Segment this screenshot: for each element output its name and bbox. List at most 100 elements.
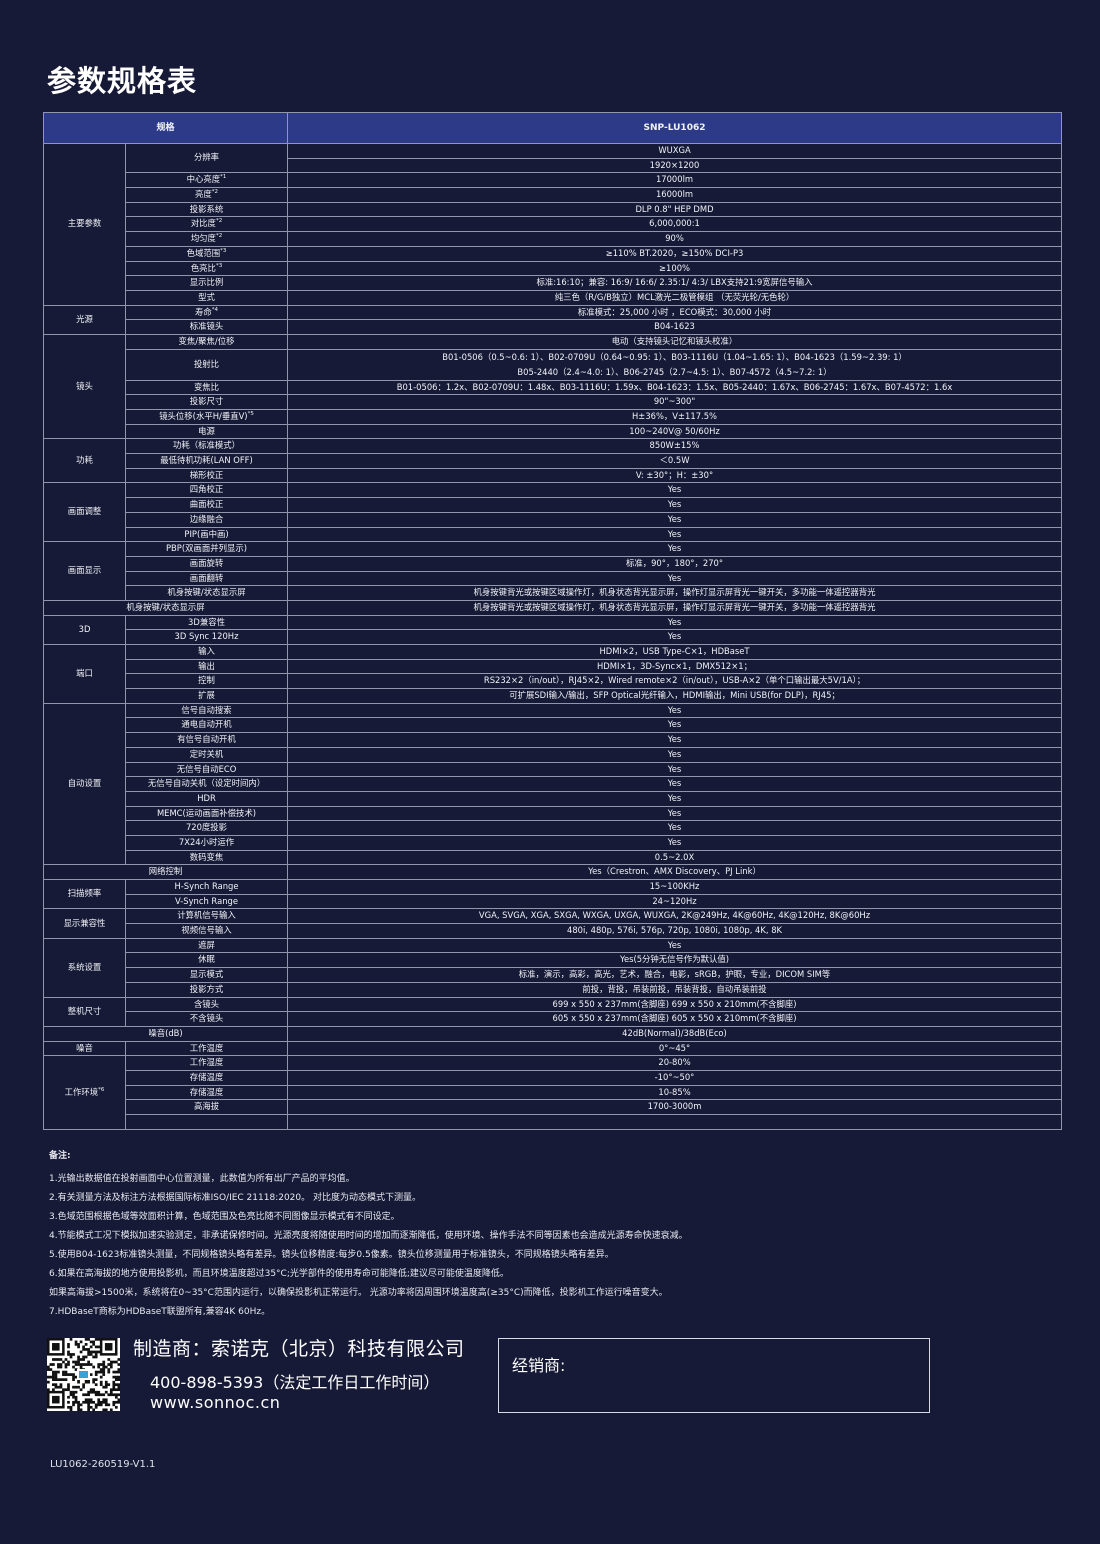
table-row: 画面旋转标准，90°，180°，270° [44,555,1062,572]
group-label-threed: 3D [43,614,126,646]
spec-value: Yes [287,717,1062,734]
spec-value: ＜0.5W [287,453,1062,469]
spec-value: 0°~45° [287,1040,1062,1057]
table-row: 镜头变焦/聚焦/位移电动（支持镜头记忆和镜头校准） [43,333,1062,440]
spec-value-text: 1700-3000m [647,1101,702,1112]
spec-label: 投射比 [124,348,289,381]
spec-value: 17000lm [287,172,1062,189]
spec-label: 计算机信号输入 [124,908,289,925]
spec-value: DLP 0.8" HEP DMD [287,201,1062,218]
spec-label: 色域范围*3 [124,245,289,262]
group-label-display: 画面显示 [43,541,126,601]
spec-label: 寿命*4 [124,304,289,321]
spec-label: 投影方式 [124,981,289,998]
spec-label-text: 边缘融合 [189,513,224,524]
spec-label-text: V-Synch Range [175,895,238,906]
table-row: 机身按键/状态显示屏机身按键背光或按键区域操作灯，机身状态背光显示屏，操作灯显示… [44,585,1062,601]
group-label-power: 功耗 [43,438,126,484]
spec-label: 投影尺寸 [124,394,289,410]
spec-label-text: 电源 [198,425,215,436]
spec-value: 纯三色（R/G/B独立）MCL激光二极管模组 （无荧光轮/无色轮） [287,289,1062,306]
spec-value: Yes [287,776,1062,792]
spec-value: Yes [287,805,1062,822]
spec-label-text: 标准镜头 [189,321,224,332]
spec-value-text: 电动（支持镜头记忆和镜头校准） [611,335,738,346]
group-label-system: 系统设置 [43,937,126,998]
spec-label-text: 视频信号输入 [181,925,232,936]
table-row: 色亮比*3≥100% [44,260,1062,277]
spec-value: ≥100% [287,260,1062,277]
spec-value-text: Yes [667,513,682,524]
spec-value-text: 605 x 550 x 237mm(含脚座) 605 x 550 x 210mm… [552,1013,797,1024]
spec-label-text: 最低待机功耗(LAN OFF) [160,455,253,466]
spec-label: 定时关机 [124,746,289,763]
spec-label-text: 高海拔 [193,1101,220,1112]
spec-label: 扩展 [124,688,289,704]
spec-value: 机身按键背光或按键区域操作灯，机身状态背光显示屏，操作灯显示屏背光一键开关，多功… [287,585,1062,601]
manufacturer-website[interactable]: www.sonnoc.cn [150,1393,281,1412]
spec-value: 10-85% [287,1084,1062,1101]
spec-value-text: Yes [667,543,682,554]
spec-value: 机身按键背光或按键区域操作灯，机身状态背光显示屏，操作灯显示屏背光一键开关，多功… [287,599,1062,616]
spec-label: 视频信号输入 [124,923,289,939]
spec-label: 亮度*2 [124,187,289,203]
group-label-ports: 端口 [43,644,126,704]
spec-label: 不含镜头 [124,1011,289,1027]
spec-value-text: B01-0506（0.5~0.6: 1）、B02-0709U（0.64~0.95… [442,351,907,362]
group-label-adjust: 画面调整 [43,482,126,543]
spec-label-text: 信号自动搜索 [181,704,232,715]
spec-label-text: 梯形校正 [189,469,224,480]
spec-label: 信号自动搜索 [124,702,289,719]
spec-value: VGA, SVGA, XGA, SXGA, WXGA, UXGA, WUXGA,… [287,908,1062,925]
spec-label: 梯形校正 [124,467,289,484]
spec-label-text: 色亮比 [190,262,216,273]
table-row: 高海拔 1700-3000m [44,1099,1062,1115]
dealer-box: 经销商: [498,1338,930,1413]
spec-value-text: Yes [667,499,682,510]
manufacturer-name: 制造商：索诺克（北京）科技有限公司 [133,1338,465,1360]
spec-label-text: 3D Sync 120Hz [174,631,239,642]
spec-value: 15~100KHz [287,879,1062,895]
spec-value-text: Yes [667,792,682,803]
spec-value: Yes [287,526,1062,543]
spec-label-text: 遮屏 [198,939,215,950]
page-title: 参数规格表 [47,64,198,98]
spec-label-text: 输出 [198,660,215,671]
spec-value-text: WUXGA [658,145,691,156]
note-line: 3.色域范围根据色域等效面积计算，色域范围及色亮比随不同图像显示模式有不同设定。 [49,1212,400,1222]
spec-label: 无信号自动ECO [124,761,289,778]
spec-label-text: 定时关机 [189,748,224,759]
group-label-noise: 噪音 [43,1040,126,1057]
spec-label: MEMC(运动画面补偿技术) [124,805,289,822]
spec-value: H±36%，V±117.5% [287,409,1062,425]
spec-value-text: 850W±15% [649,440,700,451]
spec-value: 标准，演示，高彩，高光，艺术，融合，电影，sRGB，护眼，专业，DICOM SI… [287,967,1062,983]
spec-value-text: 699 x 550 x 237mm(含脚座) 699 x 550 x 210mm… [552,998,797,1009]
footnote-marker: *3 [220,248,227,255]
dealer-label: 经销商: [512,1356,566,1375]
spec-value-text: 可扩展SDI输入/输出，SFP Optical光纤输入，HDMI输出，Mini … [509,690,840,701]
spec-value-text: Yes [667,572,682,583]
spec-label-text: 色域范围 [186,247,221,258]
spec-value: 可扩展SDI输入/输出，SFP Optical光纤输入，HDMI输出，Mini … [287,688,1062,704]
spec-value: WUXGA [287,143,1062,159]
spec-value: 标准，90°，180°，270° [287,555,1062,572]
spec-label: H-Synch Range [124,879,289,895]
table-row: 投射比 B01-0506（0.5~0.6: 1）、B02-0709U（0.64~0… [44,348,1062,381]
spec-label: 镜头位移(水平H/垂直V)*5 [124,409,289,425]
spec-label: 中心亮度*1 [124,172,289,189]
spec-value-text: 纯三色（R/G/B独立）MCL激光二极管模组 （无荧光轮/无色轮） [554,291,795,302]
